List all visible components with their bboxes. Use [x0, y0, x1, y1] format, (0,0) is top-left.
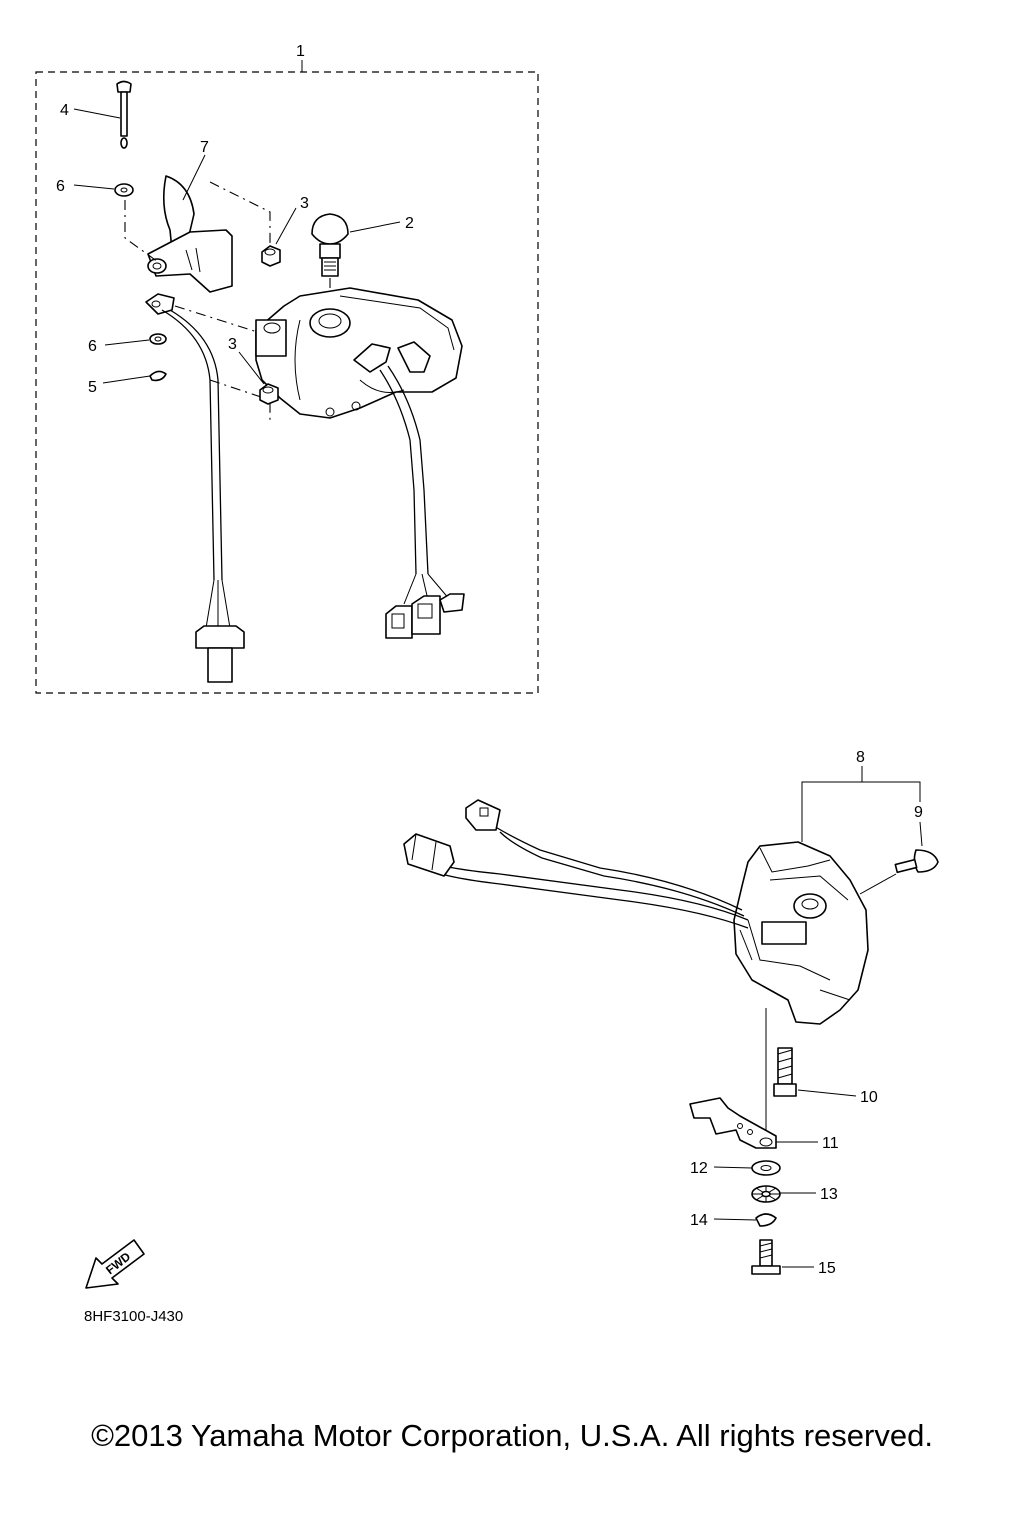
wire-harness-left [161, 309, 215, 581]
wire-harness-right [379, 369, 415, 491]
connector-8-short [465, 799, 501, 831]
switch-housing-lower [733, 841, 869, 1025]
callout-2: 2 [405, 215, 414, 232]
part-7-lever [147, 175, 233, 293]
callout-13: 13 [820, 1186, 838, 1203]
part-6-washer-upper [114, 183, 134, 197]
callout-3-lower: 3 [228, 336, 237, 353]
callout-6-lower: 6 [88, 338, 97, 355]
callout-8: 8 [856, 749, 865, 766]
callout-12: 12 [690, 1160, 708, 1177]
part-14-clip [755, 1213, 777, 1227]
part-5-clip [149, 370, 167, 382]
assembly-1-boundary [35, 71, 539, 694]
part-2-push-button [311, 213, 349, 277]
fwd-arrow-icon: FWD [85, 1239, 145, 1289]
part-6-washer-lower [149, 333, 167, 345]
callout-15: 15 [818, 1260, 836, 1277]
part-12-washer [751, 1160, 781, 1176]
part-9-screw [894, 849, 939, 874]
connector-8-long [403, 833, 455, 877]
callout-3-upper: 3 [300, 195, 309, 212]
part-4-pin [116, 80, 132, 149]
part-11-bracket [689, 1097, 777, 1149]
part-3-nut-lower [259, 383, 279, 405]
callout-10: 10 [860, 1089, 878, 1106]
wire-harness-8 [423, 859, 749, 921]
switch-housing-upper [255, 287, 463, 419]
connector-right-lower [385, 593, 465, 639]
callout-1: 1 [296, 43, 305, 60]
part-13-lock-washer [751, 1185, 781, 1203]
diagram-reference-code: 8HF3100-J430 [84, 1308, 184, 1325]
callout-11: 11 [822, 1135, 839, 1152]
callout-9: 9 [914, 804, 923, 821]
callout-6-upper: 6 [56, 178, 65, 195]
copyright-notice: ©2013 Yamaha Motor Corporation, U.S.A. A… [91, 1418, 933, 1453]
part-15-screw [751, 1239, 781, 1275]
callout-7: 7 [200, 139, 209, 156]
callout-4: 4 [60, 102, 69, 119]
part-10-screw [773, 1047, 797, 1097]
connector-left-lower [195, 625, 245, 683]
callout-5: 5 [88, 379, 97, 396]
callout-14: 14 [690, 1212, 708, 1229]
part-3-nut-upper [261, 245, 281, 267]
